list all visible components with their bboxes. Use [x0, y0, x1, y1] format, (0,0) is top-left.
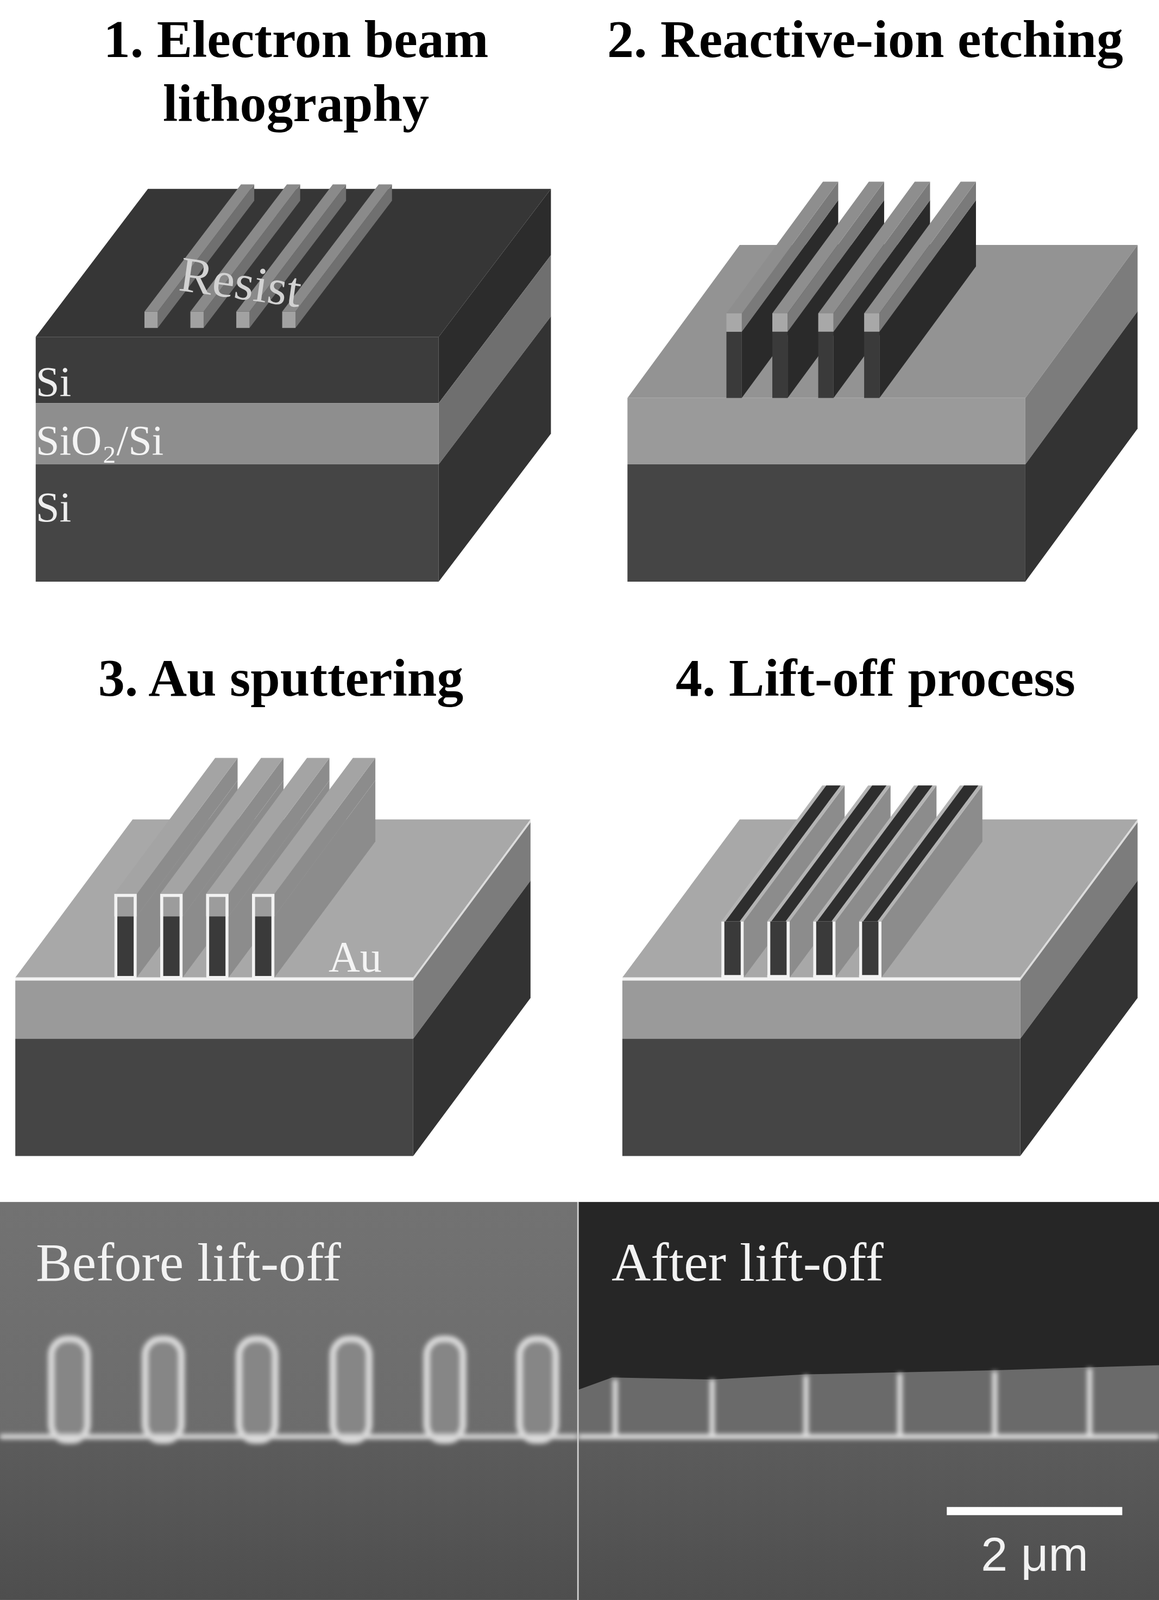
sem-divider — [577, 1201, 579, 1600]
sem-images — [0, 1201, 1159, 1600]
au-film — [161, 895, 182, 978]
sem-background — [0, 1201, 578, 1600]
sem-background — [578, 1201, 1159, 1600]
sem-image-panel: Before lift-off — [0, 1201, 577, 1600]
scale-bar — [946, 1507, 1123, 1516]
fin-front — [818, 331, 834, 399]
fin-front — [190, 311, 204, 329]
sem-fins — [0, 1338, 578, 1441]
fin-front — [813, 921, 836, 978]
step-heading: 3. Au sputtering — [9, 646, 553, 711]
layer-label: Si — [35, 360, 72, 403]
au-film — [786, 921, 790, 978]
fin-front — [205, 893, 229, 917]
fin-front — [726, 331, 742, 399]
au-film — [721, 974, 744, 979]
scale-label: 2 μm — [980, 1530, 1088, 1579]
fin-front — [818, 313, 834, 332]
fin-front — [160, 916, 183, 978]
sem-troughs — [578, 1368, 1159, 1437]
sem-image-panel: After lift-off 2 μm — [577, 1201, 1159, 1600]
sem-substrate — [578, 1438, 1159, 1600]
fin-front — [721, 921, 744, 978]
fin-front — [859, 921, 882, 978]
au-film — [207, 895, 228, 978]
au-film — [813, 921, 817, 978]
fin-front — [114, 893, 137, 917]
fin-front — [864, 331, 880, 399]
fin-front — [205, 916, 229, 978]
au-film — [832, 921, 836, 978]
wafer-front — [627, 464, 1026, 582]
fin-front — [252, 893, 275, 917]
fin-front — [252, 916, 275, 978]
fin-front — [726, 313, 742, 332]
sem-surface — [578, 1365, 1159, 1439]
fin-front — [772, 313, 788, 332]
layer-label: Au — [328, 935, 382, 979]
au-film — [721, 921, 725, 978]
fin-front — [114, 916, 137, 978]
wafer-front — [35, 402, 439, 465]
wafer-front — [15, 1038, 414, 1157]
fin-top-si — [863, 785, 979, 922]
au-film — [767, 921, 771, 978]
fin-front — [767, 921, 790, 978]
wafer-side — [413, 880, 531, 1156]
image-label: After lift-off — [611, 1235, 884, 1290]
image-label: Before lift-off — [35, 1235, 342, 1290]
fin-top — [864, 181, 976, 314]
fin-top — [252, 757, 376, 894]
au-film — [253, 895, 274, 978]
fin-front — [772, 331, 788, 399]
wafer-front — [622, 1038, 1021, 1157]
wafer-front — [35, 464, 439, 582]
wafer-side — [1020, 880, 1138, 1156]
sem-substrate — [0, 1438, 578, 1600]
au-film — [813, 974, 836, 979]
wafer-front — [622, 980, 1021, 1039]
au-film — [115, 895, 136, 978]
layer-label: Si — [35, 486, 72, 529]
fin-front — [864, 313, 880, 332]
fin-front — [144, 311, 158, 329]
au-film — [740, 921, 745, 978]
au-film — [859, 921, 863, 978]
step-heading: 1. Electron beam lithography — [24, 7, 568, 136]
fin-top — [859, 785, 983, 922]
au-film — [767, 974, 790, 979]
au-film — [878, 921, 882, 978]
step-heading: 4. Lift-off process — [603, 646, 1148, 711]
wafer-front — [15, 980, 414, 1039]
wafer-front — [627, 398, 1026, 465]
layer-label: SiO₂/Si — [35, 419, 164, 462]
wafer-side — [1025, 311, 1138, 582]
step-heading: 2. Reactive-ion etching — [593, 7, 1137, 72]
wafer-side — [438, 316, 552, 582]
au-film — [859, 974, 882, 979]
fin-side — [274, 757, 376, 917]
fin-front — [160, 893, 183, 917]
fin-side — [879, 181, 976, 332]
fin-front — [236, 311, 250, 329]
wafer-front — [35, 336, 439, 403]
fin-side — [295, 184, 393, 329]
